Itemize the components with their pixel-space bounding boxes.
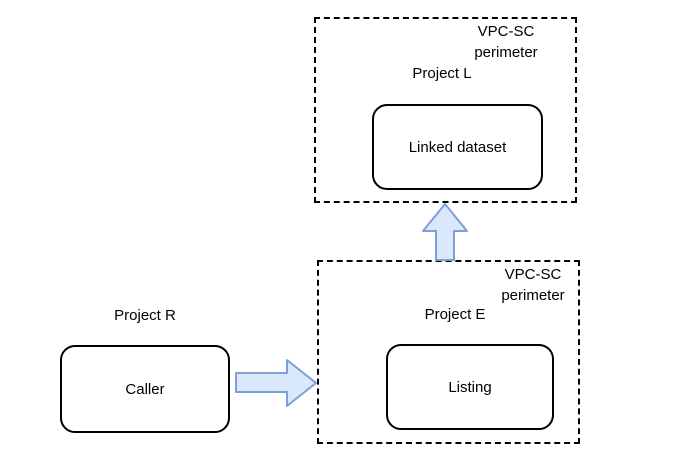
perimeter-top-label: VPC-SC perimeter: [474, 21, 537, 63]
perimeter-bottom-label-line1: VPC-SC: [504, 266, 562, 283]
project-e-label: Project E: [424, 306, 486, 323]
right-block-arrow-icon: [235, 359, 317, 407]
listing-node: Listing: [386, 344, 554, 430]
perimeter-bottom-label: VPC-SC perimeter: [501, 264, 564, 306]
caller-node-label: Caller: [125, 380, 165, 398]
perimeter-bottom-label-line2: perimeter: [501, 287, 565, 304]
caller-node: Caller: [60, 345, 230, 433]
vpc-sc-perimeter-bottom: VPC-SC perimeter Project E Listing: [317, 260, 580, 444]
perimeter-top-label-line1: VPC-SC: [477, 23, 535, 40]
vpc-sc-perimeter-top: VPC-SC perimeter Project L Linked datase…: [314, 17, 577, 203]
up-block-arrow-icon: [422, 203, 468, 261]
linked-dataset-node: Linked dataset: [372, 104, 543, 190]
linked-dataset-node-label: Linked dataset: [408, 138, 507, 156]
project-r-label: Project R: [114, 307, 176, 324]
perimeter-top-label-line2: perimeter: [474, 44, 538, 61]
listing-node-label: Listing: [448, 378, 492, 396]
project-l-label: Project L: [412, 65, 472, 82]
